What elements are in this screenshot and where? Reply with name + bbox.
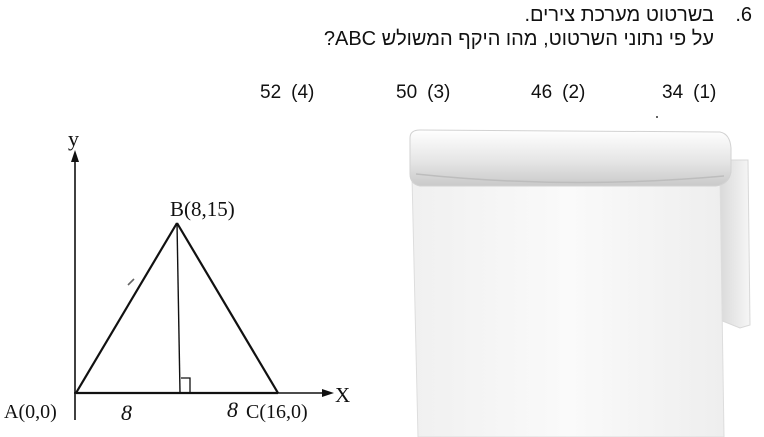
answer-option-2[interactable]: 46 (2) xyxy=(531,82,585,104)
x-axis-arrow-icon xyxy=(322,389,334,397)
handwritten-eight-left: 8 xyxy=(121,400,132,425)
answer-option-2-value: 46 xyxy=(531,82,553,103)
point-b-label: B(8,15) xyxy=(170,197,235,221)
point-c-label: C(16,0) xyxy=(246,401,308,423)
side-bc xyxy=(176,222,279,394)
answer-option-3-value: 50 xyxy=(396,82,418,103)
right-angle-mark xyxy=(181,377,191,393)
altitude-line xyxy=(176,222,181,394)
paper-sheet-image xyxy=(409,129,751,437)
point-a-label: A(0,0) xyxy=(4,401,57,423)
answer-option-4-label: (4) xyxy=(291,82,315,103)
answer-option-3-label: (3) xyxy=(427,82,451,103)
x-axis-label: X xyxy=(335,383,350,407)
handwritten-eight-right: 8 xyxy=(227,397,238,422)
answer-option-2-label: (2) xyxy=(562,82,586,103)
y-axis-arrow-icon xyxy=(71,150,79,162)
answer-option-1-value: 34 xyxy=(662,82,684,103)
question-prompt: על פי נתוני השרטוט, מהו היקף המשולש ABC? xyxy=(323,28,714,50)
answer-option-1[interactable]: 34 (1) xyxy=(662,82,716,104)
tick-mark xyxy=(127,278,135,286)
side-ab xyxy=(75,222,178,394)
triangle-diagram: y X B(8,15) A(0,0) C(16,0) 8 8 xyxy=(4,126,350,425)
answer-option-4-value: 52 xyxy=(260,82,282,103)
answer-option-3[interactable]: 50 (3) xyxy=(396,82,450,104)
y-axis-label: y xyxy=(68,126,79,151)
question-title: בשרטוט מערכת צירים. xyxy=(524,4,714,26)
question-number: .6 xyxy=(735,4,752,26)
answer-option-1-label: (1) xyxy=(693,82,717,103)
stray-dot xyxy=(656,116,658,118)
answer-option-4[interactable]: 52 (4) xyxy=(260,82,314,104)
